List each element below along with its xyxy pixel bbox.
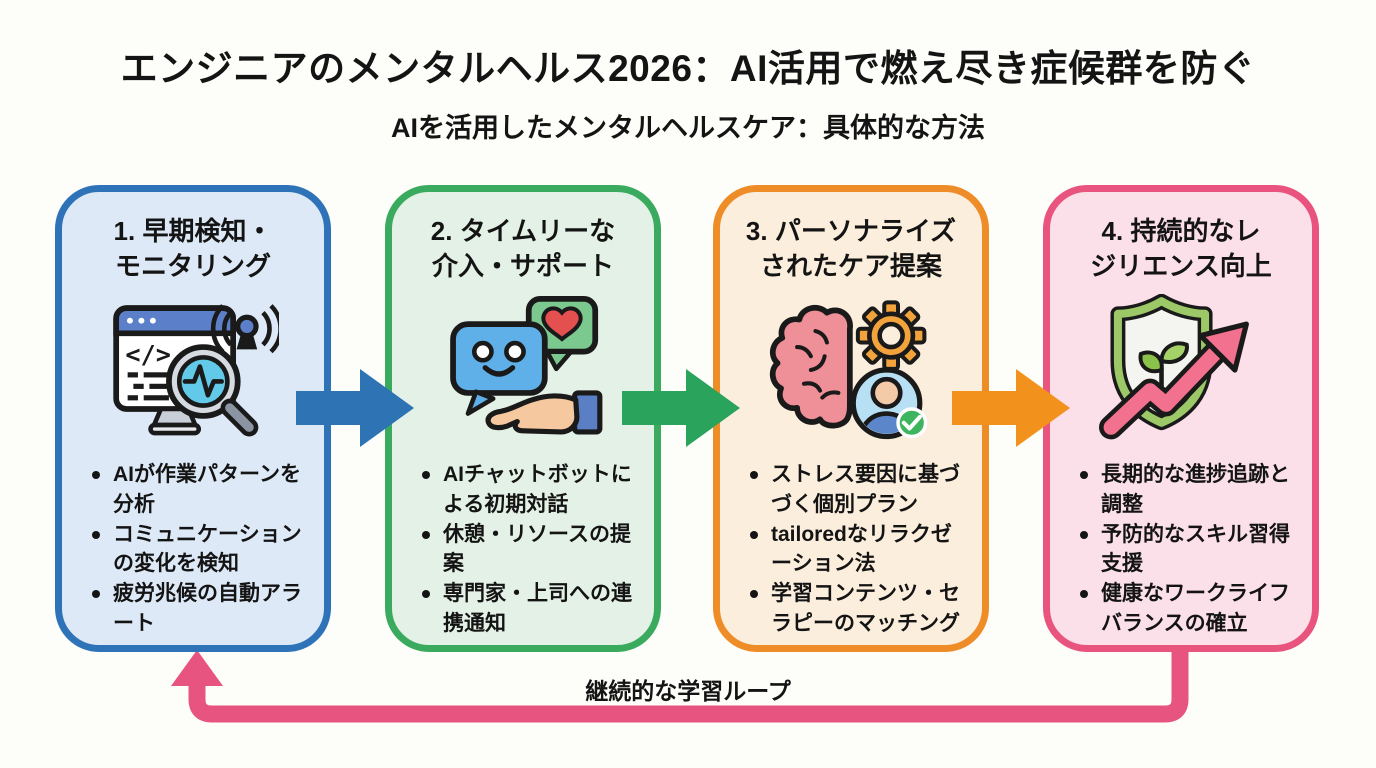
bullet-item: 長期的な進捗追跡と調整	[1076, 460, 1301, 520]
bullet-item: 休憩・リソースの提案	[418, 520, 643, 580]
monitoring-icon: </>	[113, 304, 279, 437]
bullet-item: ストレス要因に基づづく個別プラン	[746, 460, 971, 520]
bullet-item: AIチャットボットによる初期対話	[418, 460, 643, 520]
bullet-list: AIチャットボットによる初期対話 休憩・リソースの提案 専門家・上司への連携通知	[418, 460, 643, 639]
chat-support-icon	[450, 296, 603, 435]
bullet-item: 疲労兆候の自動アラート	[88, 579, 313, 639]
card-early-detection: 1. 早期検知・ モニタリング </> AIが作業パターンを分析 コ	[55, 185, 331, 652]
bullet-list: ストレス要因に基づづく個別プラン tailoredなリラクゼーション法 学習コン…	[746, 460, 971, 639]
page-title: エンジニアのメンタルヘルス2026：AI活用で燃え尽き症候群を防ぐ	[120, 48, 1256, 89]
arrow-right-icon	[952, 369, 1070, 447]
card-title: 3. パーソナライズ されたケア提案	[745, 216, 957, 281]
card-personalized-care: 3. パーソナライズ されたケア提案	[713, 185, 989, 652]
card-title: 2. タイムリーな 介入・サポート	[430, 216, 616, 281]
loop-label: 継続的な学習ループ	[585, 678, 791, 704]
bullet-list: AIが作業パターンを分析 コミュニケーションの変化を検知 疲労兆候の自動アラート	[88, 460, 313, 639]
bullet-item: 専門家・上司への連携通知	[418, 579, 643, 639]
bullet-item: 健康なワークライフバランスの確立	[1076, 579, 1301, 639]
bullet-item: コミュニケーションの変化を検知	[88, 520, 313, 580]
card-title: 1. 早期検知・ モニタリング	[113, 216, 273, 281]
bullet-item: 予防的なスキル習得支援	[1076, 520, 1301, 580]
page-subtitle: AIを活用したメンタルヘルスケア：具体的な方法	[391, 113, 985, 143]
bullet-list: 長期的な進捗追跡と調整 予防的なスキル習得支援 健康なワークライフバランスの確立	[1076, 460, 1301, 639]
svg-text:</>: </>	[125, 340, 171, 369]
arrow-right-icon	[622, 369, 740, 447]
card-sustained-resilience: 4. 持続的なレ ジリエンス向上 長期的な進捗追跡と調整 予防的なスキル習得支援…	[1043, 185, 1319, 652]
card-timely-intervention: 2. タイムリーな 介入・サポート AIチャットボットによる初期対話 休憩・リソ…	[385, 185, 661, 652]
bullet-item: tailoredなリラクゼーション法	[746, 520, 971, 580]
resilience-growth-icon	[1099, 294, 1249, 440]
personalized-care-icon	[769, 300, 928, 440]
arrow-right-icon	[296, 369, 414, 447]
card-title: 4. 持続的なレ ジリエンス向上	[1090, 216, 1272, 281]
bullet-item: AIが作業パターンを分析	[88, 460, 313, 520]
bullet-item: 学習コンテンツ・セラピーのマッチング	[746, 579, 971, 639]
